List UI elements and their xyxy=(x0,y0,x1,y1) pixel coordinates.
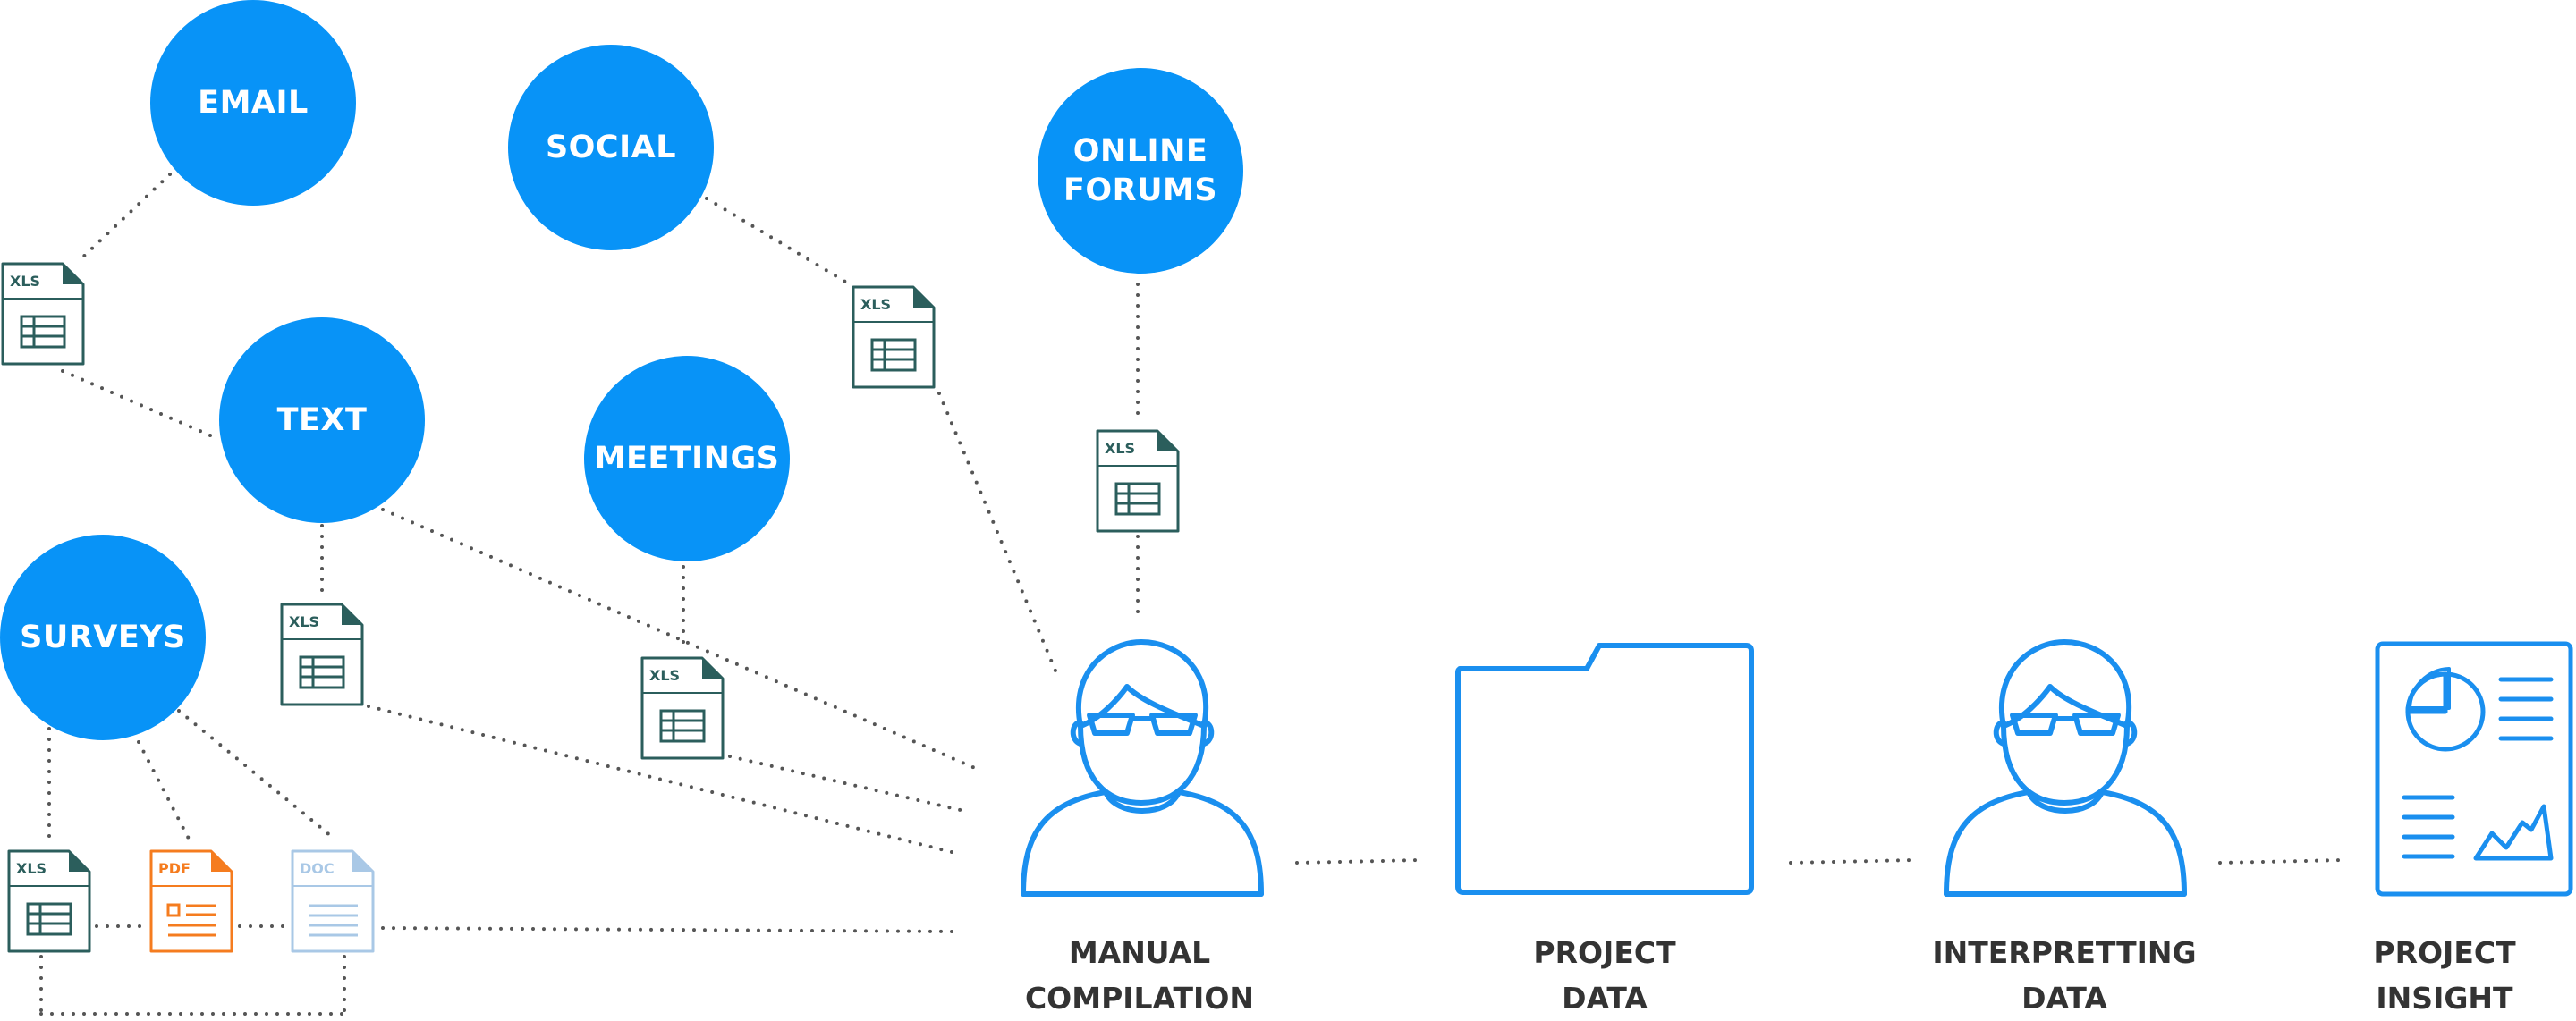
project-data-label: PROJECT DATA xyxy=(1533,935,1676,1016)
person-with-glasses-icon xyxy=(1021,639,1264,897)
svg-text:XLS: XLS xyxy=(289,613,319,630)
connector-social-xls xyxy=(705,197,852,286)
connector-xls-compilation-3 xyxy=(367,705,957,855)
svg-text:XLS: XLS xyxy=(1105,440,1135,457)
surveys-node: SURVEYS xyxy=(0,535,206,740)
pdf-file-icon: PDF xyxy=(148,848,234,954)
connector-text-compilation xyxy=(381,508,979,771)
folder-icon xyxy=(1455,643,1754,895)
spreadsheet-file-icon: XLS xyxy=(6,848,92,954)
connector-interpretting-insight xyxy=(2218,858,2347,865)
social-node: SOCIAL xyxy=(508,45,714,250)
connector-doc-compilation xyxy=(381,926,959,933)
online-forums-node: ONLINE FORUMS xyxy=(1038,68,1243,274)
connector-surveys-doc xyxy=(177,709,333,838)
spreadsheet-file-icon: XLS xyxy=(851,284,936,390)
connector-compilation-data xyxy=(1295,858,1424,865)
spreadsheet-file-icon: XLS xyxy=(279,602,365,707)
text-node: TEXT xyxy=(219,317,425,523)
spreadsheet-file-icon: XLS xyxy=(1095,428,1181,534)
connector-surveys-pdf xyxy=(137,740,191,842)
manual-compilation-label: MANUAL COMPILATION xyxy=(1024,935,1255,1016)
connector-data-interpretting xyxy=(1789,858,1918,865)
project-insight-label: PROJECT INSIGHT xyxy=(2373,935,2516,1016)
doc-file-icon: DOC xyxy=(290,848,376,954)
connector-xls-text xyxy=(61,369,218,440)
person-with-glasses-icon xyxy=(1944,639,2187,897)
spreadsheet-file-icon: XLS xyxy=(0,261,86,367)
meetings-node: MEETINGS xyxy=(584,356,790,561)
svg-text:XLS: XLS xyxy=(16,860,47,877)
svg-text:XLS: XLS xyxy=(860,296,891,313)
email-node: EMAIL xyxy=(150,0,356,206)
svg-text:PDF: PDF xyxy=(158,860,191,877)
interpretting-data-label: INTERPRETTING DATA xyxy=(1932,935,2197,1016)
svg-text:XLS: XLS xyxy=(649,667,680,684)
report-chart-icon xyxy=(2375,641,2573,897)
svg-text:XLS: XLS xyxy=(10,273,40,290)
connector-email-xls xyxy=(77,173,172,263)
connector-xls-compilation xyxy=(937,392,1059,677)
connector-xls-compilation-4 xyxy=(728,755,970,814)
spreadsheet-file-icon: XLS xyxy=(640,655,725,761)
svg-text:DOC: DOC xyxy=(300,860,335,877)
